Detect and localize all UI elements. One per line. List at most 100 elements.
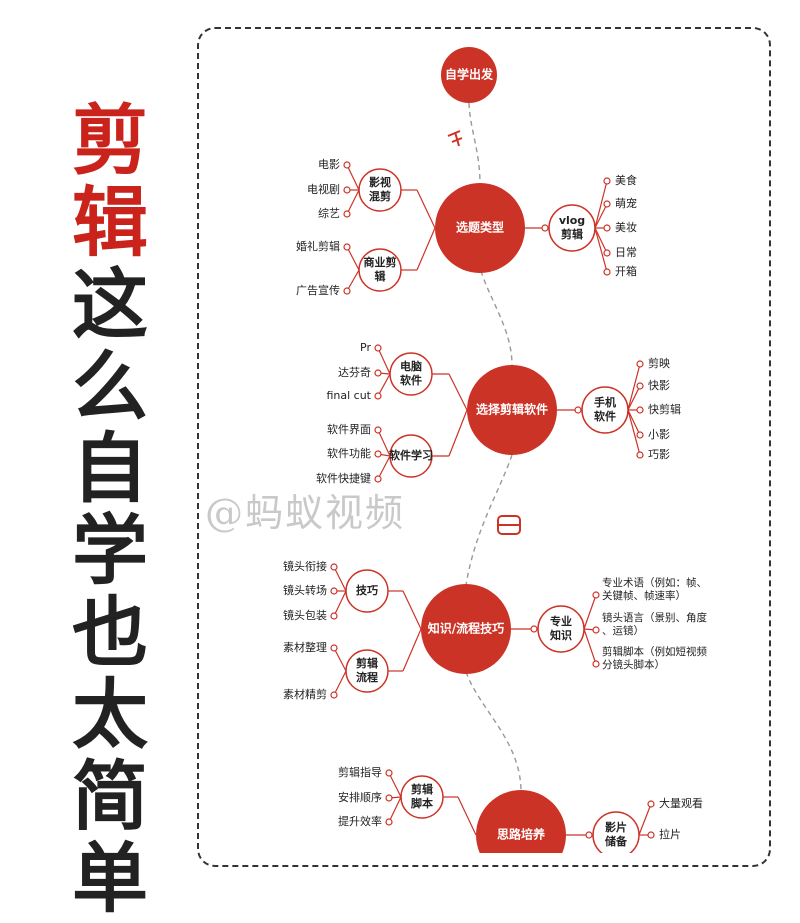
- leaf-label: 快剪辑: [648, 402, 681, 416]
- connector-line: [377, 429, 391, 457]
- leaf-label: 剪辑脚本（例如短视频: [602, 645, 707, 658]
- branch-node-label: 知识: [549, 628, 572, 642]
- connector-dot: [343, 161, 351, 169]
- connector-dot: [585, 831, 593, 839]
- leaf-label: 小影: [648, 428, 670, 441]
- title-char: 这: [72, 260, 148, 349]
- watermark-text: @蚂蚁视频: [205, 491, 406, 535]
- branch-node-label: 影片: [605, 820, 627, 834]
- connector-line: [377, 455, 391, 480]
- connector-line: [583, 594, 597, 630]
- stage-node-label: 思路培养: [497, 827, 545, 842]
- connector-dot: [592, 591, 600, 599]
- connector-dot: [636, 382, 644, 390]
- start-node: [441, 47, 497, 103]
- leaf-label: 美食: [615, 173, 637, 187]
- connector-line: [346, 246, 360, 271]
- connector-dot: [592, 660, 600, 668]
- connector-dot: [374, 426, 382, 434]
- leaf-label: 关键帧、帧速率）: [602, 589, 686, 602]
- connector-line: [377, 373, 391, 397]
- connector-dot: [574, 406, 582, 414]
- start-node-label: 自学出发: [445, 67, 494, 82]
- connector-dot: [647, 831, 655, 839]
- connector-line: [388, 772, 402, 798]
- connector-dot: [374, 369, 382, 377]
- connector-dot: [330, 587, 338, 595]
- flow-path: [465, 671, 522, 791]
- connector-dot: [592, 626, 600, 634]
- title-char: 辑: [72, 178, 148, 267]
- stage-node: [435, 183, 525, 273]
- connector-dot: [374, 475, 382, 483]
- connector-dot: [330, 691, 338, 699]
- branch-node-label: vlog: [559, 214, 585, 227]
- connector-line: [594, 203, 608, 229]
- connector-dot: [385, 794, 393, 802]
- connector-line: [402, 590, 422, 630]
- stage-node: [467, 365, 557, 455]
- connector-dot: [603, 224, 611, 232]
- leaf-label: 日常: [615, 246, 637, 259]
- connector-line: [448, 409, 468, 457]
- connector-line: [333, 566, 347, 592]
- leaf-label: 提升效率: [338, 814, 382, 828]
- connector-dot: [636, 406, 644, 414]
- connector-line: [377, 347, 391, 375]
- branch-node-label: 专业: [550, 614, 572, 628]
- connector-line: [346, 164, 360, 191]
- connector-dot: [385, 769, 393, 777]
- branch-node-label: 剪辑: [411, 782, 433, 796]
- connector-dot: [385, 818, 393, 826]
- flow-path: [468, 102, 481, 186]
- leaf-label: 萌宠: [615, 196, 637, 210]
- connector-line: [333, 670, 347, 696]
- leaf-label: 拉片: [659, 827, 681, 841]
- stage-node-label: 选择剪辑软件: [476, 402, 548, 417]
- branch-node-label: 商业剪: [364, 255, 397, 269]
- branch-node-label: 软件: [594, 409, 616, 423]
- leaf-label: 专业术语（例如：帧、: [602, 576, 707, 589]
- connector-dot: [530, 625, 538, 633]
- connector-dot: [343, 243, 351, 251]
- connector-dot: [343, 287, 351, 295]
- branch-node-label: 技巧: [356, 583, 378, 597]
- leaf-label: 巧影: [648, 448, 670, 461]
- stage-node: [476, 790, 566, 853]
- leaf-label: 电视剧: [307, 182, 340, 196]
- connector-line: [388, 796, 402, 823]
- stage-node: [421, 584, 511, 674]
- stage-node-label: 知识/流程技巧: [427, 621, 504, 636]
- branch-node-label: 影视: [369, 175, 391, 189]
- leaf-label: 素材精剪: [283, 687, 327, 701]
- connector-dot: [330, 644, 338, 652]
- leaf-label: 快影: [648, 379, 670, 392]
- leaf-label: Pr: [360, 341, 371, 354]
- connector-line: [333, 590, 347, 617]
- branch-node-label: 剪辑: [356, 656, 378, 670]
- leaf-label: 剪辑指导: [338, 765, 382, 779]
- connector-line: [627, 385, 641, 411]
- leaf-label: 电影: [318, 158, 340, 171]
- connector-dot: [636, 451, 644, 459]
- branch-node-label: 辑: [375, 269, 386, 283]
- connector-line: [627, 363, 641, 411]
- branch-node-label: 软件学习: [389, 448, 433, 462]
- connector-line: [346, 269, 360, 292]
- branch-node-label: 手机: [594, 395, 616, 409]
- flow-path: [480, 270, 513, 366]
- leaf-label: 广告宣传: [296, 283, 340, 297]
- connector-line: [627, 409, 641, 436]
- connector-line: [594, 180, 608, 229]
- connector-dot: [636, 360, 644, 368]
- connector-line: [448, 373, 468, 411]
- leaf-label: 开箱: [615, 264, 637, 278]
- branch-node-label: 软件: [400, 373, 422, 387]
- branch-node-label: 剪辑: [561, 227, 583, 241]
- connector-dot: [374, 344, 382, 352]
- connector-line: [346, 189, 360, 215]
- connector-dot: [343, 186, 351, 194]
- leaf-label: 镜头转场: [283, 583, 327, 597]
- connector-line: [416, 227, 436, 271]
- connector-dot: [343, 210, 351, 218]
